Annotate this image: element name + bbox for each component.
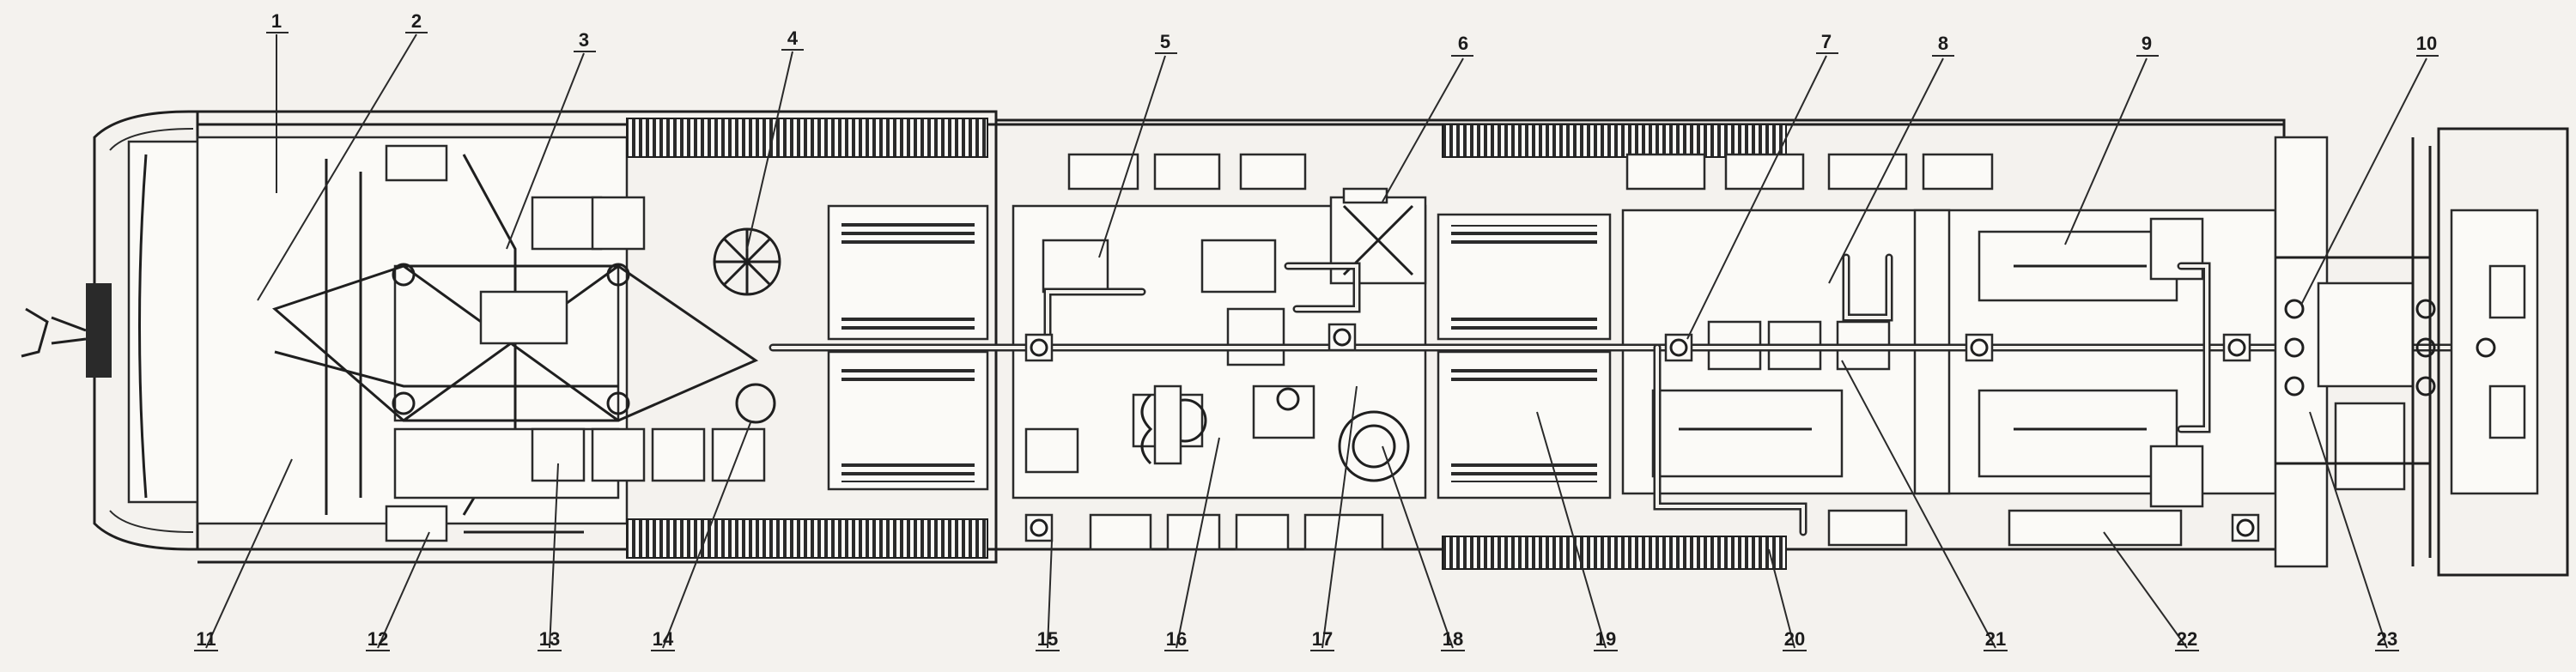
callout-17: 17 bbox=[1312, 628, 1333, 650]
callout-20: 20 bbox=[1784, 628, 1805, 650]
callout-14: 14 bbox=[653, 628, 674, 650]
cab-compartment bbox=[196, 136, 781, 542]
callout-6: 6 bbox=[1458, 33, 1468, 54]
callout-21: 21 bbox=[1985, 628, 2006, 650]
callout-15: 15 bbox=[1037, 628, 1058, 650]
radiator-blocks bbox=[827, 204, 1612, 499]
callout-labels: 1 2 3 4 5 6 7 8 9 10 11 12 13 14 15 16 1… bbox=[196, 10, 2437, 650]
callout-4: 4 bbox=[787, 27, 799, 49]
callout-22: 22 bbox=[2177, 628, 2197, 650]
callout-3: 3 bbox=[579, 29, 589, 51]
callout-13: 13 bbox=[539, 628, 560, 650]
callout-1: 1 bbox=[271, 10, 282, 32]
callout-2: 2 bbox=[411, 10, 422, 32]
callout-10: 10 bbox=[2416, 33, 2437, 54]
callout-23: 23 bbox=[2377, 628, 2397, 650]
callout-9: 9 bbox=[2142, 33, 2152, 54]
side-grilles bbox=[626, 118, 1787, 570]
callout-leaders bbox=[194, 32, 2439, 651]
equipment-section bbox=[1067, 153, 2277, 551]
compressor bbox=[1132, 384, 1207, 465]
fan-unit bbox=[713, 227, 781, 296]
callout-12: 12 bbox=[368, 628, 388, 650]
cab-nose bbox=[21, 110, 296, 551]
machine-room bbox=[1012, 187, 1427, 499]
callout-8: 8 bbox=[1938, 33, 1948, 54]
main-pipe bbox=[769, 253, 2520, 542]
callout-7: 7 bbox=[1821, 31, 1832, 52]
callout-18: 18 bbox=[1443, 628, 1463, 650]
callout-5: 5 bbox=[1160, 31, 1170, 52]
coupler bbox=[21, 307, 87, 358]
callout-16: 16 bbox=[1166, 628, 1187, 650]
callout-19: 19 bbox=[1595, 628, 1616, 650]
gangway-coupling bbox=[2274, 127, 2569, 577]
callout-11: 11 bbox=[196, 628, 216, 650]
